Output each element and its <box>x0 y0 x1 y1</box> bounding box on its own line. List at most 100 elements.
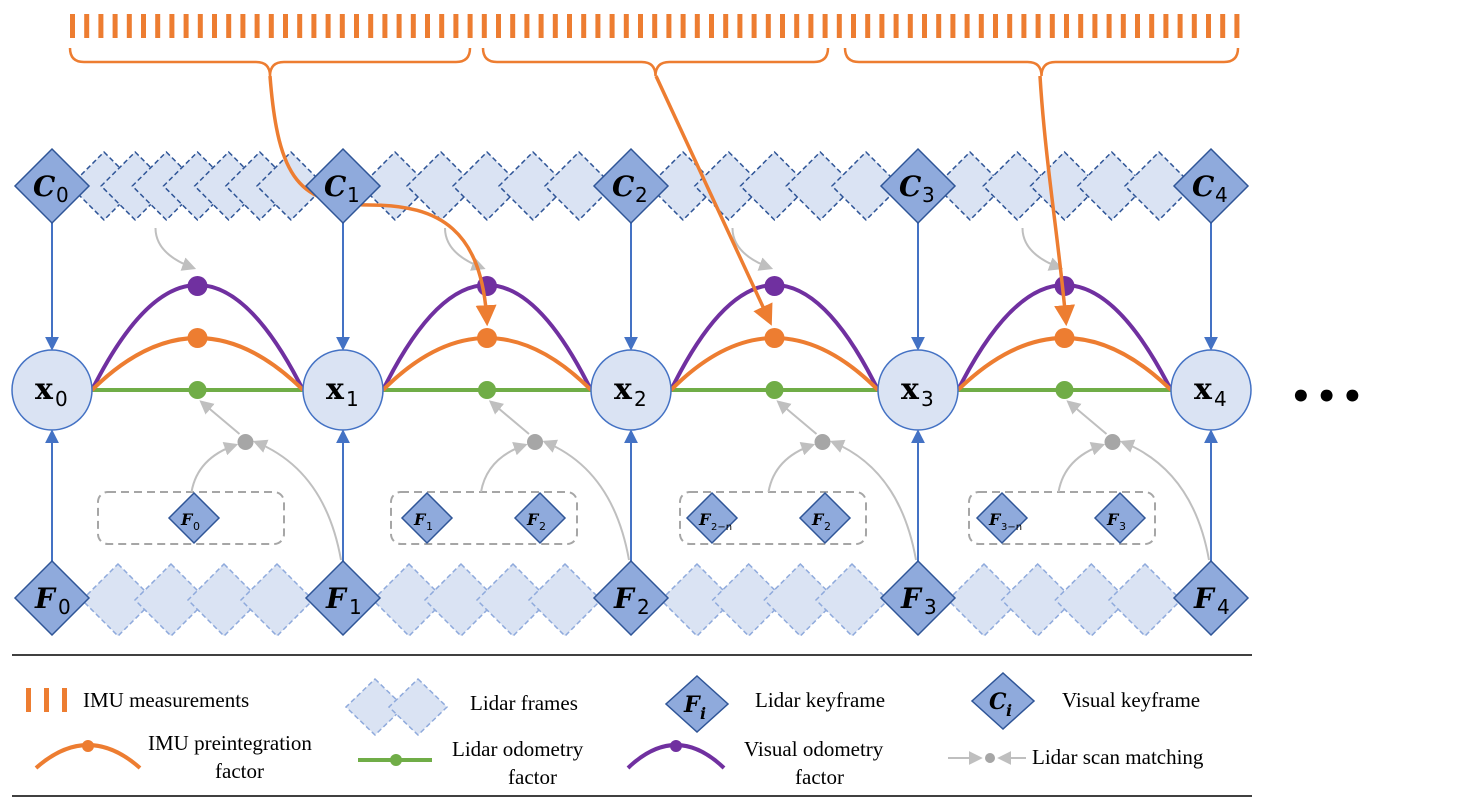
visual-frames-to-factor-arrow <box>154 227 197 271</box>
lidar-keyframe-subscript: 2 <box>637 595 650 619</box>
lidar-frame-diamond <box>946 562 1022 638</box>
imu-tick <box>851 14 856 38</box>
matching-box-keyframe-sub: 2 <box>824 520 831 533</box>
matching-box-keyframe-base: F <box>811 510 825 529</box>
imu-tick <box>283 14 288 38</box>
lidar-keyframe-label: F <box>1193 582 1216 615</box>
matching-box-keyframe <box>685 491 739 545</box>
lidar-keyframe-subscript: 1 <box>349 595 362 619</box>
imu-tick <box>112 14 118 38</box>
visual-keyframe-label: C <box>33 170 56 203</box>
imu-tick <box>723 14 729 38</box>
matching-box-keyframe-sub: 3−n <box>1001 522 1022 533</box>
scan-match-arrow <box>190 442 239 493</box>
scan-match-arrow <box>252 439 342 561</box>
lidar-keyframe <box>879 559 957 637</box>
matching-box-keyframe <box>1093 491 1147 545</box>
scan-match-arrow <box>1119 439 1210 561</box>
lidar-frame-diamond <box>711 562 786 638</box>
imu-tick <box>70 14 75 38</box>
imu-tick <box>98 14 104 38</box>
matching-box-keyframe-sub: 1 <box>426 520 433 533</box>
visual-keyframe-subscript: 2 <box>635 183 648 207</box>
legend-visual-keyframe: Visual keyframe <box>1062 688 1200 712</box>
imu-tick <box>595 14 601 38</box>
imu-measurement-ticks <box>70 14 1240 38</box>
legend-lidar-odometry-line2: factor <box>508 765 557 789</box>
state-node-label: x <box>1194 372 1213 407</box>
state-node <box>1170 349 1252 431</box>
imu-tick <box>652 14 658 38</box>
visual-frame-diamond <box>359 150 431 222</box>
matching-box-keyframe <box>975 491 1029 545</box>
imu-tick <box>1078 14 1084 38</box>
lidar-frame-diamond <box>239 562 315 638</box>
visual-frame-diamond <box>830 150 902 222</box>
legend-lidar-odometry-line1: Lidar odometry <box>452 737 584 761</box>
imu-tick <box>141 14 146 38</box>
imu-tick <box>581 14 587 38</box>
imu-tick <box>893 14 899 38</box>
visual-keyframe <box>592 147 670 225</box>
visual-odometry-factor-dot <box>764 276 785 296</box>
lidar-odometry-icon <box>358 754 432 766</box>
imu-to-factor-arrow <box>268 75 497 327</box>
state-node <box>590 349 672 431</box>
lidar-odometry-factor-dot <box>1055 381 1074 399</box>
lidar-odometry-factor-dot <box>478 381 496 399</box>
legend-lidar-scan-matching: Lidar scan matching <box>1032 745 1204 769</box>
legend-lidar-keyframe-symbol-sub: i <box>700 704 706 723</box>
imu-brace <box>68 47 472 77</box>
imu-tick <box>907 14 913 38</box>
visual-keyframe <box>304 147 382 225</box>
matching-box-keyframe-sub: 0 <box>193 520 200 533</box>
imu-preintegration-factor-dot <box>477 328 497 348</box>
visual-keyframe-subscript: 4 <box>1215 183 1228 207</box>
lidar-frame-diamond <box>423 562 499 638</box>
imu-tick <box>950 14 956 38</box>
scan-match-arrow <box>542 439 630 561</box>
imu-tick <box>354 14 359 38</box>
legend-lidar-keyframe: Lidar keyframe <box>755 688 885 712</box>
scan-match-dot <box>814 434 831 450</box>
imu-tick <box>481 14 487 38</box>
lidar-keyframe <box>304 559 382 637</box>
visual-frame-diamond <box>693 150 764 222</box>
imu-tick <box>1120 14 1126 38</box>
lidar-frame-diamond <box>1054 562 1129 638</box>
state-node-label: x <box>614 372 633 407</box>
lidar-frame-diamond <box>186 562 262 638</box>
visual-odometry-factor-dot <box>187 276 208 296</box>
legend-visual-odometry-line1: Visual odometry <box>744 737 884 761</box>
matching-box-keyframe-sub: 3 <box>1119 520 1126 533</box>
state-node-subscript: 4 <box>1214 387 1227 411</box>
imu-tick <box>1234 14 1240 38</box>
visual-keyframe-subscript: 0 <box>56 183 69 207</box>
ellipsis: ••• <box>1290 377 1367 417</box>
state-node-subscript: 0 <box>55 387 68 411</box>
matching-box-keyframe-base: F <box>413 510 427 529</box>
lidar-frame-diamond <box>371 562 447 638</box>
imu-tick <box>609 14 615 38</box>
lidar-scan-matching-icon <box>948 751 1026 765</box>
state-node-label: x <box>326 372 345 407</box>
imu-tick <box>1206 14 1211 38</box>
visual-keyframe <box>1172 147 1250 225</box>
matching-box <box>390 491 578 545</box>
imu-tick <box>836 14 842 38</box>
visual-keyframe-icon: C i <box>970 671 1036 731</box>
imu-tick <box>751 14 757 38</box>
lidar-frame-diamond <box>1107 562 1183 638</box>
imu-brace <box>843 47 1240 77</box>
visual-frame-diamond <box>739 150 810 222</box>
state-node <box>877 349 959 431</box>
lidar-odometry-factor-dot <box>765 381 784 399</box>
visual-keyframe-label: C <box>612 170 635 203</box>
lidar-frames-row <box>80 562 1183 638</box>
imu-tick <box>1220 14 1226 38</box>
legend-imu-preintegration-line2: factor <box>215 759 264 783</box>
imu-tick <box>1064 14 1069 38</box>
imu-tick <box>737 14 743 38</box>
imu-tick <box>978 14 984 38</box>
imu-tick <box>936 14 942 38</box>
